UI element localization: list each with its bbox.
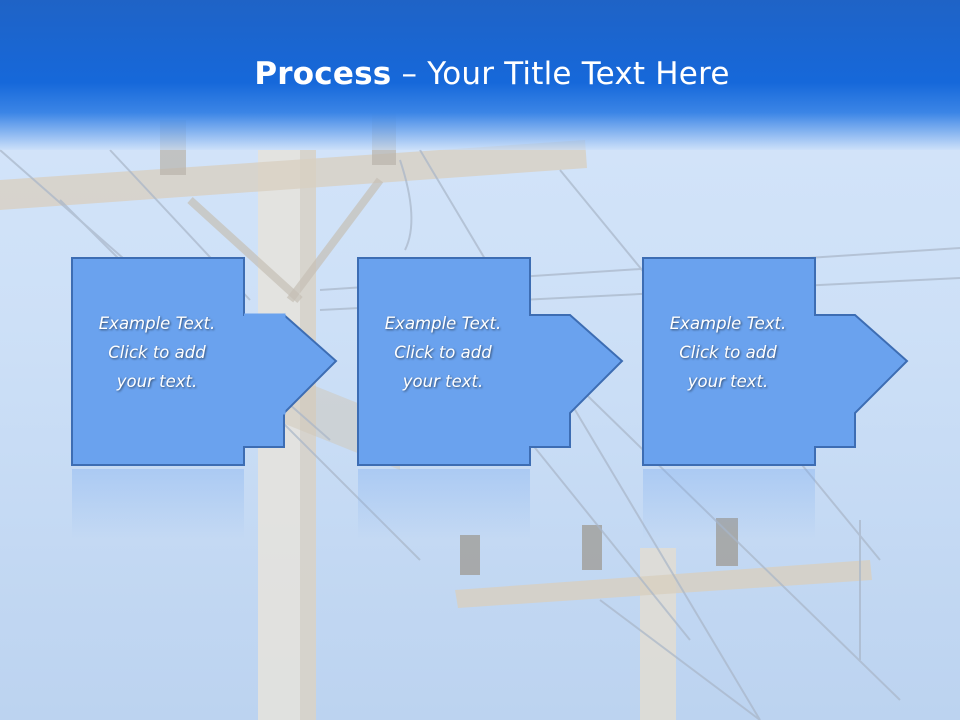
step-reflection xyxy=(72,469,244,539)
slide-title[interactable]: Process – Your Title Text Here xyxy=(0,52,960,96)
step-reflection xyxy=(643,469,815,539)
step-text[interactable]: Example Text. Click to add your text. xyxy=(384,314,502,391)
process-step-2[interactable]: Example Text. Click to add your text. xyxy=(357,257,624,467)
step-arrow-shape xyxy=(71,257,338,466)
step-text[interactable]: Example Text. Click to add your text. xyxy=(98,314,216,391)
step-arrow-shape xyxy=(642,257,909,466)
step-reflection xyxy=(358,469,530,539)
title-bold: Process xyxy=(254,56,392,92)
process-step-1[interactable]: Example Text. Click to add your text. xyxy=(71,257,338,467)
title-rest: – Your Title Text Here xyxy=(391,56,730,92)
step-text[interactable]: Example Text. Click to add your text. xyxy=(669,314,787,391)
process-step-3[interactable]: Example Text. Click to add your text. xyxy=(642,257,909,467)
step-arrow-shape xyxy=(357,257,624,466)
title-bar: Process – Your Title Text Here xyxy=(0,0,960,150)
